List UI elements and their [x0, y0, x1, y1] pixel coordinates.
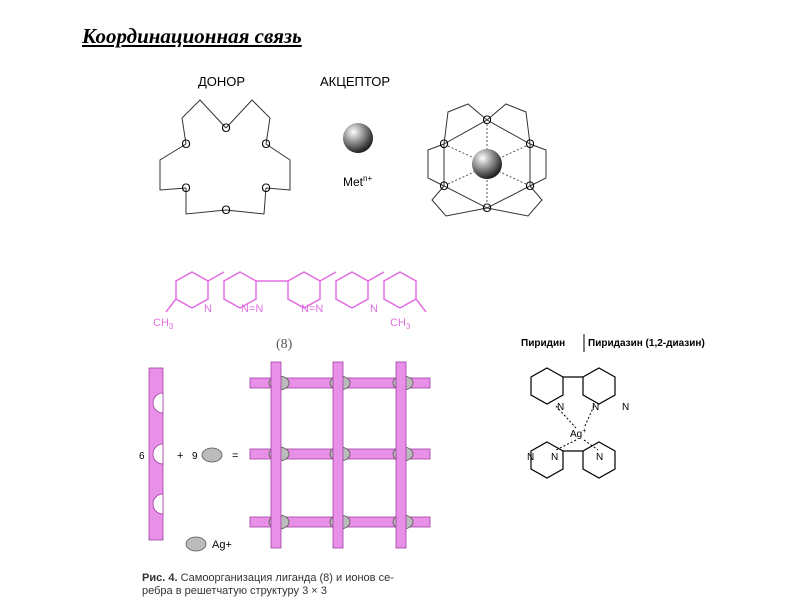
- silver-ion-label: Ag+: [570, 428, 586, 440]
- ligand-8-labels: N N=N N=N N CH3 CH3: [153, 303, 411, 331]
- silver-ion-symbol: [201, 447, 223, 463]
- oxygen-atom: O: [181, 181, 190, 195]
- oxygen-atom: O: [261, 181, 270, 195]
- complex-atoms: N N N N N N Ag+: [527, 402, 629, 463]
- pyridine-label: Пиридин: [521, 338, 565, 349]
- metal-ion-sphere: [343, 123, 373, 153]
- lattice-grid: [249, 361, 431, 549]
- azo-bond-label: N=N: [241, 303, 263, 315]
- oxygen-atom: O: [525, 179, 534, 193]
- acceptor-label: АКЦЕПТОР: [320, 74, 391, 89]
- complex-labels: Пиридин Пиридазин (1,2-диазин): [521, 338, 705, 349]
- page-title: Координационная связь: [82, 24, 302, 48]
- nitrogen-atom: N: [557, 402, 564, 413]
- crown-complex-oxygens: O O O O O O: [439, 113, 534, 215]
- donor-label: ДОНОР: [198, 74, 246, 89]
- ligand-count: 6: [139, 451, 145, 462]
- oxygen-atom: O: [221, 121, 230, 135]
- oxygen-atom: O: [525, 137, 534, 151]
- legend-ion-label: Ag+: [212, 539, 232, 551]
- coordination-bonds: [447, 124, 527, 204]
- rod-binding-sites: [152, 392, 164, 515]
- pyridazine-label: Пиридазин (1,2-диазин): [588, 338, 705, 349]
- nitrogen-atom: N: [622, 402, 629, 413]
- caption-line-2: ребра в решетчатую структуру 3 × 3: [142, 585, 327, 597]
- equals-sign: =: [232, 450, 238, 462]
- crown-ether-donor: [159, 99, 291, 215]
- legend-ion-symbol: [185, 536, 207, 552]
- vertical-rods: [270, 361, 407, 549]
- complex-structure: [530, 367, 616, 479]
- figure-number: Рис. 4.: [142, 572, 178, 584]
- crown-ether-complex: [427, 103, 547, 217]
- azo-bond-label: N=N: [301, 303, 323, 315]
- caption-line-1: Самоорганизация лиганда (8) и ионов се-: [180, 572, 394, 584]
- oxygen-atom: O: [221, 203, 230, 217]
- methyl-left: CH3: [153, 317, 174, 331]
- nitrogen-atom: N: [527, 452, 534, 463]
- nitrogen-atom: N: [551, 452, 558, 463]
- nitrogen-atom: N: [204, 303, 212, 315]
- oxygen-atom: O: [439, 137, 448, 151]
- nitrogen-atom: N: [370, 303, 378, 315]
- oxygen-atom: O: [482, 113, 491, 127]
- plus-sign: +: [177, 450, 183, 462]
- complexed-metal-sphere: [472, 149, 502, 179]
- ligand-number: (8): [276, 337, 293, 352]
- metal-label: Metn+: [343, 174, 372, 189]
- ligand-8-structure: [165, 271, 427, 313]
- oxygen-atom: O: [261, 137, 270, 151]
- silver-coordination: [555, 405, 599, 451]
- nitrogen-atom: N: [592, 402, 599, 413]
- oxygen-atom: O: [181, 137, 190, 151]
- nitrogen-atom: N: [596, 452, 603, 463]
- methyl-right: CH3: [390, 317, 411, 331]
- oxygen-atom: O: [439, 179, 448, 193]
- crown-donor-oxygens: O O O O O O: [181, 121, 270, 217]
- ion-count: 9: [192, 451, 198, 462]
- oxygen-atom: O: [482, 201, 491, 215]
- figure-caption: Рис. 4. Самоорганизация лиганда (8) и ио…: [142, 572, 394, 598]
